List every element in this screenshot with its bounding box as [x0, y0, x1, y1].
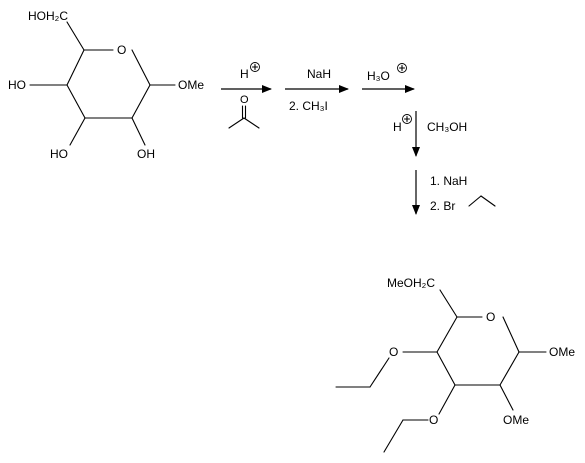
ether-oxygen-label: O	[429, 413, 438, 427]
nah-label: NaH	[307, 67, 331, 81]
ome-label: OMe	[503, 413, 529, 427]
ho-label: HO	[8, 78, 26, 92]
ethyl-bond	[369, 357, 390, 388]
ch2-label: MeOH₂C	[387, 276, 435, 290]
ether-bond	[438, 384, 456, 415]
ring-bond	[499, 351, 520, 386]
ring-bond	[502, 316, 520, 353]
plus-charge-icon	[250, 62, 260, 72]
ch2oh-bond	[66, 21, 85, 51]
ring-bond	[436, 316, 458, 353]
ring-bond	[131, 49, 151, 86]
methyl-bond	[243, 117, 260, 129]
carbonyl-oxygen-label: O	[240, 94, 249, 106]
ho-label: HO	[50, 147, 68, 161]
ring-bond	[131, 84, 151, 119]
nah-label: 1. NaH	[430, 174, 467, 188]
ring-bond	[66, 49, 85, 86]
ethyl-bond	[480, 195, 496, 207]
starting-material: HOH₂C O OMe HO HO OH	[8, 9, 204, 161]
oh-label: OH	[137, 147, 155, 161]
plus-charge-icon	[402, 114, 412, 124]
ether-oxygen-label: O	[389, 345, 398, 359]
ome-label: OMe	[549, 345, 575, 359]
h-plus-label: H	[393, 120, 402, 134]
oh-bond	[131, 117, 146, 146]
methanol-label: CH₃OH	[427, 120, 467, 134]
step3-conditions: H₃O	[362, 63, 415, 93]
methyl-iodide-label: 2. CH₃I	[289, 99, 328, 113]
ring-bond	[66, 84, 86, 119]
ch2-bond	[439, 289, 458, 318]
step1-conditions: H O	[221, 62, 272, 129]
ring-bond	[436, 351, 456, 386]
step4-conditions: H CH₃OH	[393, 111, 467, 157]
hydronium-label: H₃O	[367, 69, 390, 83]
ch2oh-label: HOH₂C	[28, 9, 68, 23]
plus-charge-icon	[397, 63, 407, 73]
product-structure: MeOH₂C O OMe O O OMe	[335, 276, 575, 453]
ethyl-bond	[383, 419, 404, 453]
ome-bond	[499, 384, 514, 411]
step2-conditions: NaH 2. CH₃I	[285, 67, 349, 113]
ring-oxygen-label: O	[486, 310, 495, 324]
step5-conditions: 1. NaH 2. Br	[412, 170, 496, 215]
ethyl-bond	[468, 195, 482, 207]
acetone-structure: O	[228, 94, 260, 129]
bromoethane-label: 2. Br	[430, 199, 455, 213]
h-plus-label: H	[240, 67, 249, 81]
ring-oxygen-label: O	[117, 43, 126, 57]
ho-bond	[69, 117, 86, 146]
methyl-bond	[228, 117, 245, 129]
ome-label: OMe	[178, 78, 204, 92]
